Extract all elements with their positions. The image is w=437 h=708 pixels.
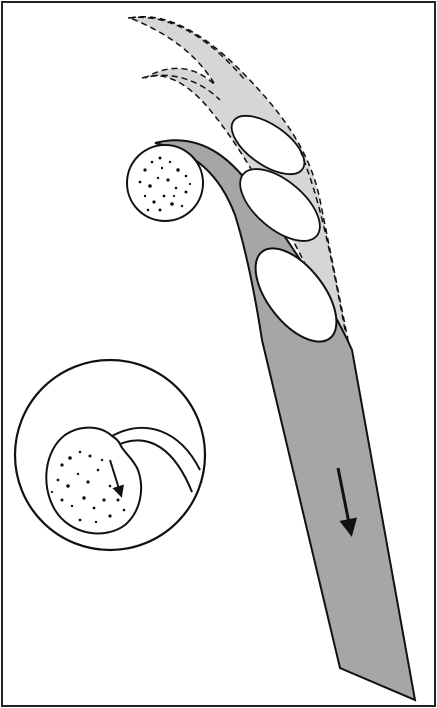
particle-outline bbox=[127, 145, 203, 221]
particle bbox=[127, 145, 203, 221]
inset-magnifier bbox=[15, 360, 205, 550]
